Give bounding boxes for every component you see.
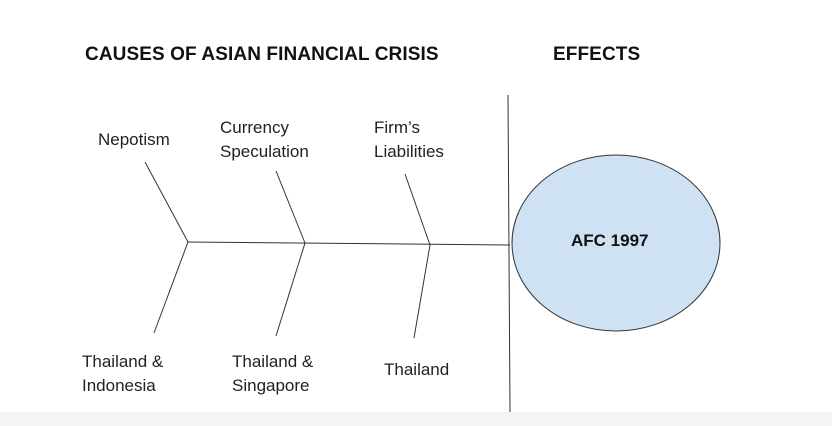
- cause-label-thailand-indonesia: Thailand & Indonesia: [82, 352, 164, 395]
- bone-thailand: [413, 244, 431, 339]
- bone-currency-speculation: [275, 170, 306, 244]
- bone-thailand-indonesia: [153, 241, 189, 334]
- bone-firms-liabilities: [404, 173, 431, 246]
- cause-label-firms-liabilities: Firm’s Liabilities: [374, 118, 444, 161]
- causes-heading: CAUSES OF ASIAN FINANCIAL CRISIS: [85, 44, 439, 65]
- bone-thailand-singapore: [275, 242, 306, 337]
- effect-label: AFC 1997: [571, 231, 649, 250]
- spine-line: [187, 241, 511, 246]
- cause-label-nepotism: Nepotism: [98, 130, 170, 149]
- cause-label-currency-speculation: Currency Speculation: [220, 118, 309, 161]
- bone-nepotism: [144, 161, 189, 243]
- effect-ellipse: [511, 154, 721, 332]
- effects-heading: EFFECTS: [553, 44, 641, 65]
- divider-line: [507, 94, 511, 413]
- cause-label-thailand-singapore: Thailand & Singapore: [232, 352, 314, 395]
- cause-label-thailand: Thailand: [384, 360, 450, 379]
